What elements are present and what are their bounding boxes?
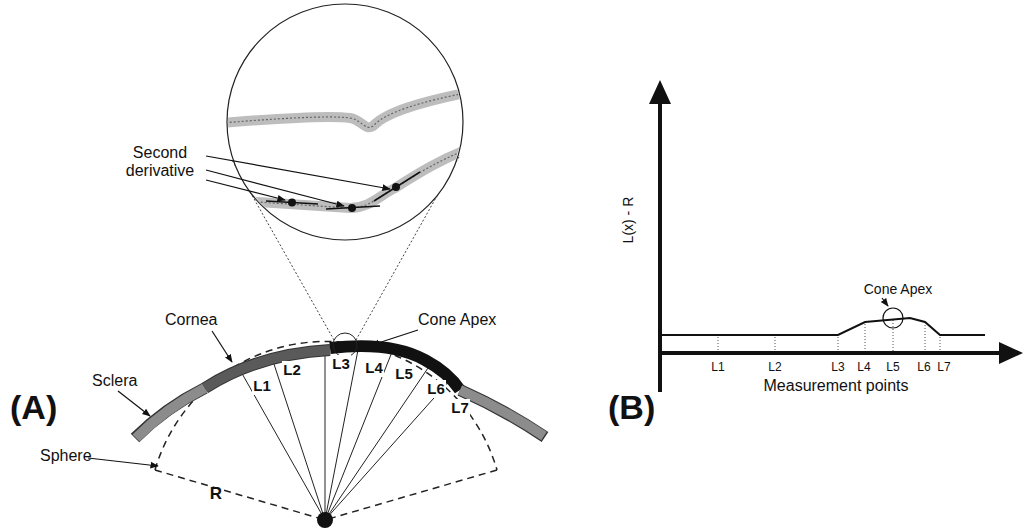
tick-label: L6 <box>917 361 930 375</box>
callout-label: Cone Apex <box>864 281 933 297</box>
axis-title: Measurement points <box>764 377 909 395</box>
tick-label: L3 <box>831 361 844 375</box>
sphere-outline <box>155 341 497 470</box>
tangent-segments <box>266 172 420 209</box>
sphere-center <box>317 512 333 528</box>
part-label: Sclera <box>92 372 137 390</box>
tick-label: L5 <box>886 361 899 375</box>
sphere-radius <box>155 470 325 520</box>
tick-label: L4 <box>857 361 870 375</box>
part-label: Cornea <box>165 311 217 329</box>
axis-title: L(x) - R <box>620 197 636 244</box>
dimension-label: R <box>210 484 222 504</box>
radial-lines <box>240 350 450 520</box>
tick-label: L2 <box>768 361 781 375</box>
part-label: Cone Apex <box>418 311 496 329</box>
callout-arrow <box>882 298 888 306</box>
profile-curve <box>660 318 985 335</box>
axis-arrowhead <box>999 342 1023 364</box>
zoom-area <box>333 333 357 357</box>
inset-surface <box>222 92 470 208</box>
callout-arrows <box>88 156 418 466</box>
apex-marker <box>883 308 903 328</box>
point-label: L2 <box>282 361 302 378</box>
panel-label: (A) <box>10 388 57 427</box>
point-label: L7 <box>450 399 470 416</box>
point-label: L3 <box>331 355 351 372</box>
tick-label: L1 <box>711 361 724 375</box>
tick-label: L7 <box>937 361 950 375</box>
part-label: Sphere <box>40 447 92 465</box>
panel-label: (B) <box>608 388 655 427</box>
point-label: L4 <box>364 359 384 376</box>
sphere-radius <box>325 470 497 520</box>
eye-surface <box>135 346 545 438</box>
point-label: L1 <box>252 377 272 394</box>
axis-arrowhead <box>649 80 671 104</box>
x-axis <box>658 351 1002 355</box>
point-label: L5 <box>394 365 414 382</box>
y-axis <box>658 100 662 392</box>
callout-label: Second derivative <box>110 144 210 181</box>
point-label: L6 <box>426 380 446 397</box>
